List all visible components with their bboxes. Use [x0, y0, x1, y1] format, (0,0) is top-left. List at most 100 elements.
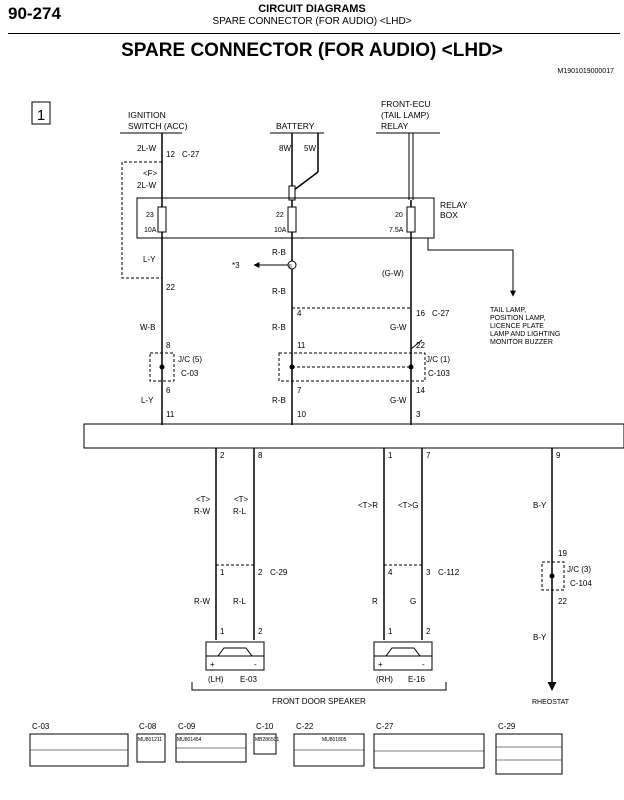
- main-harness-bus: [83, 423, 624, 449]
- jc3-box: [541, 561, 565, 591]
- jc1-connector: C-103: [428, 369, 450, 378]
- variant-f-wire: [121, 161, 162, 279]
- document-code: M1901019000017: [557, 68, 614, 75]
- wire-label: R-B: [272, 287, 286, 296]
- wire-label: R: [372, 597, 378, 606]
- wire-label: B-Y: [533, 501, 547, 510]
- pin-label: 1: [220, 568, 225, 577]
- jc1-label: J/C (1): [426, 355, 450, 364]
- pin-label: 4: [388, 568, 393, 577]
- jc5-box: [149, 352, 175, 382]
- fuse-rating: 10A: [274, 227, 287, 234]
- fuse-23: [157, 206, 167, 233]
- node-label: 6: [289, 264, 292, 270]
- wire-label: G-W: [390, 396, 407, 405]
- pin-label: 14: [416, 386, 425, 395]
- pin-label: 11: [166, 410, 175, 419]
- source-ignition-switch-acc: SWITCH (ACC): [128, 121, 188, 131]
- wire-label: 8W: [279, 144, 291, 153]
- source-ignition-switch: IGNITION: [128, 110, 166, 120]
- lh-speaker-label: (LH): [208, 675, 224, 684]
- wire-label: (G-W): [382, 269, 404, 278]
- fuse-20: [406, 206, 416, 233]
- tail-lamp-branch: [411, 237, 516, 297]
- speaker-plus: +: [378, 660, 383, 669]
- pin-label: 10: [297, 410, 306, 419]
- rheostat-label: RHEOSTAT: [532, 699, 570, 706]
- header-category: CIRCUIT DIAGRAMS: [258, 3, 366, 15]
- fuse-number: 23: [146, 212, 154, 219]
- connector-label: C-27: [182, 150, 200, 159]
- pin-label: 9: [556, 451, 561, 460]
- connector-view-label: C-10: [256, 722, 274, 731]
- section-number: 1: [37, 107, 45, 124]
- connector-view-label: C-27: [376, 722, 394, 731]
- wire-label: 2L-W: [137, 181, 157, 190]
- jc1-box: [278, 352, 426, 382]
- speaker-minus: -: [254, 660, 257, 669]
- wire-label: 5W: [304, 144, 316, 153]
- connector-view-code: MU801805: [322, 737, 347, 743]
- relay-box-label: BOX: [440, 210, 458, 220]
- reference-label: *3: [232, 261, 240, 270]
- wire-label: R-B: [272, 396, 286, 405]
- speaker-plus: +: [210, 660, 215, 669]
- tail-lamp-note: MONITOR BUZZER: [490, 339, 553, 346]
- wire-label: R-L: [233, 597, 246, 606]
- wire-label: L-Y: [143, 255, 156, 264]
- pin-label: 22: [416, 341, 425, 350]
- wire-label: 2L-W: [137, 144, 157, 153]
- source-front-ecu: FRONT-ECU: [381, 99, 431, 109]
- variant-label: <T>: [234, 495, 249, 504]
- rh-speaker-connector: E-16: [408, 675, 425, 684]
- jc3-label: J/C (3): [567, 565, 591, 574]
- pin-label: 3: [416, 410, 421, 419]
- connector-views: [29, 733, 563, 775]
- pin-label: 7: [426, 451, 431, 460]
- pin-label: 8: [258, 451, 263, 460]
- pin-label: 2: [258, 568, 263, 577]
- wire-label: <T>R: [358, 501, 378, 510]
- wire-label: R-W: [194, 507, 210, 516]
- lh-speaker-connector: E-03: [240, 675, 257, 684]
- pin-label: 12: [166, 150, 175, 159]
- pin-label: 8: [166, 341, 171, 350]
- pin-label: 2: [426, 627, 431, 636]
- jc5-connector: C-03: [181, 369, 199, 378]
- variant-label: <F>: [143, 169, 158, 178]
- tail-lamp-note: LICENCE PLATE: [490, 323, 544, 330]
- connector-view-label: C-09: [178, 722, 196, 731]
- wire-label: B-Y: [533, 633, 547, 642]
- wire-label: L-Y: [141, 396, 154, 405]
- wire-label: R-B: [272, 248, 286, 257]
- pin-label: 22: [166, 283, 175, 292]
- pin-label: 1: [220, 627, 225, 636]
- variant-label: <T>: [196, 495, 211, 504]
- header-subtitle: SPARE CONNECTOR (FOR AUDIO) <LHD>: [212, 16, 412, 27]
- source-tail-lamp: (TAIL LAMP): [381, 110, 429, 120]
- fuse-number: 20: [395, 212, 403, 219]
- relay-box-label: RELAY: [440, 200, 468, 210]
- wire-label: R-B: [272, 323, 286, 332]
- pin-label: 2: [220, 451, 225, 460]
- jc3-connector: C-104: [570, 579, 592, 588]
- wire-label: R-W: [194, 597, 210, 606]
- section-number-box: [31, 101, 51, 125]
- tail-lamp-note: POSITION LAMP,: [490, 315, 546, 322]
- fuse-number: 22: [276, 212, 284, 219]
- wire-label: W-B: [140, 323, 155, 332]
- wire-label: <T>G: [398, 501, 418, 510]
- wire-label: G: [410, 597, 416, 606]
- connector-view-code: MU801454: [177, 737, 202, 743]
- rh-speaker-label: (RH): [376, 675, 393, 684]
- pin-label: 4: [297, 309, 302, 318]
- fuse-rating: 7.5A: [389, 227, 404, 234]
- connector-label: C-27: [432, 309, 450, 318]
- header-rule: [8, 33, 620, 34]
- connector-label: C-29: [270, 568, 288, 577]
- pin-label: 6: [166, 386, 171, 395]
- connector-view-label: C-22: [296, 722, 314, 731]
- wire-label: R-L: [233, 507, 246, 516]
- fuse-rating: 10A: [144, 227, 157, 234]
